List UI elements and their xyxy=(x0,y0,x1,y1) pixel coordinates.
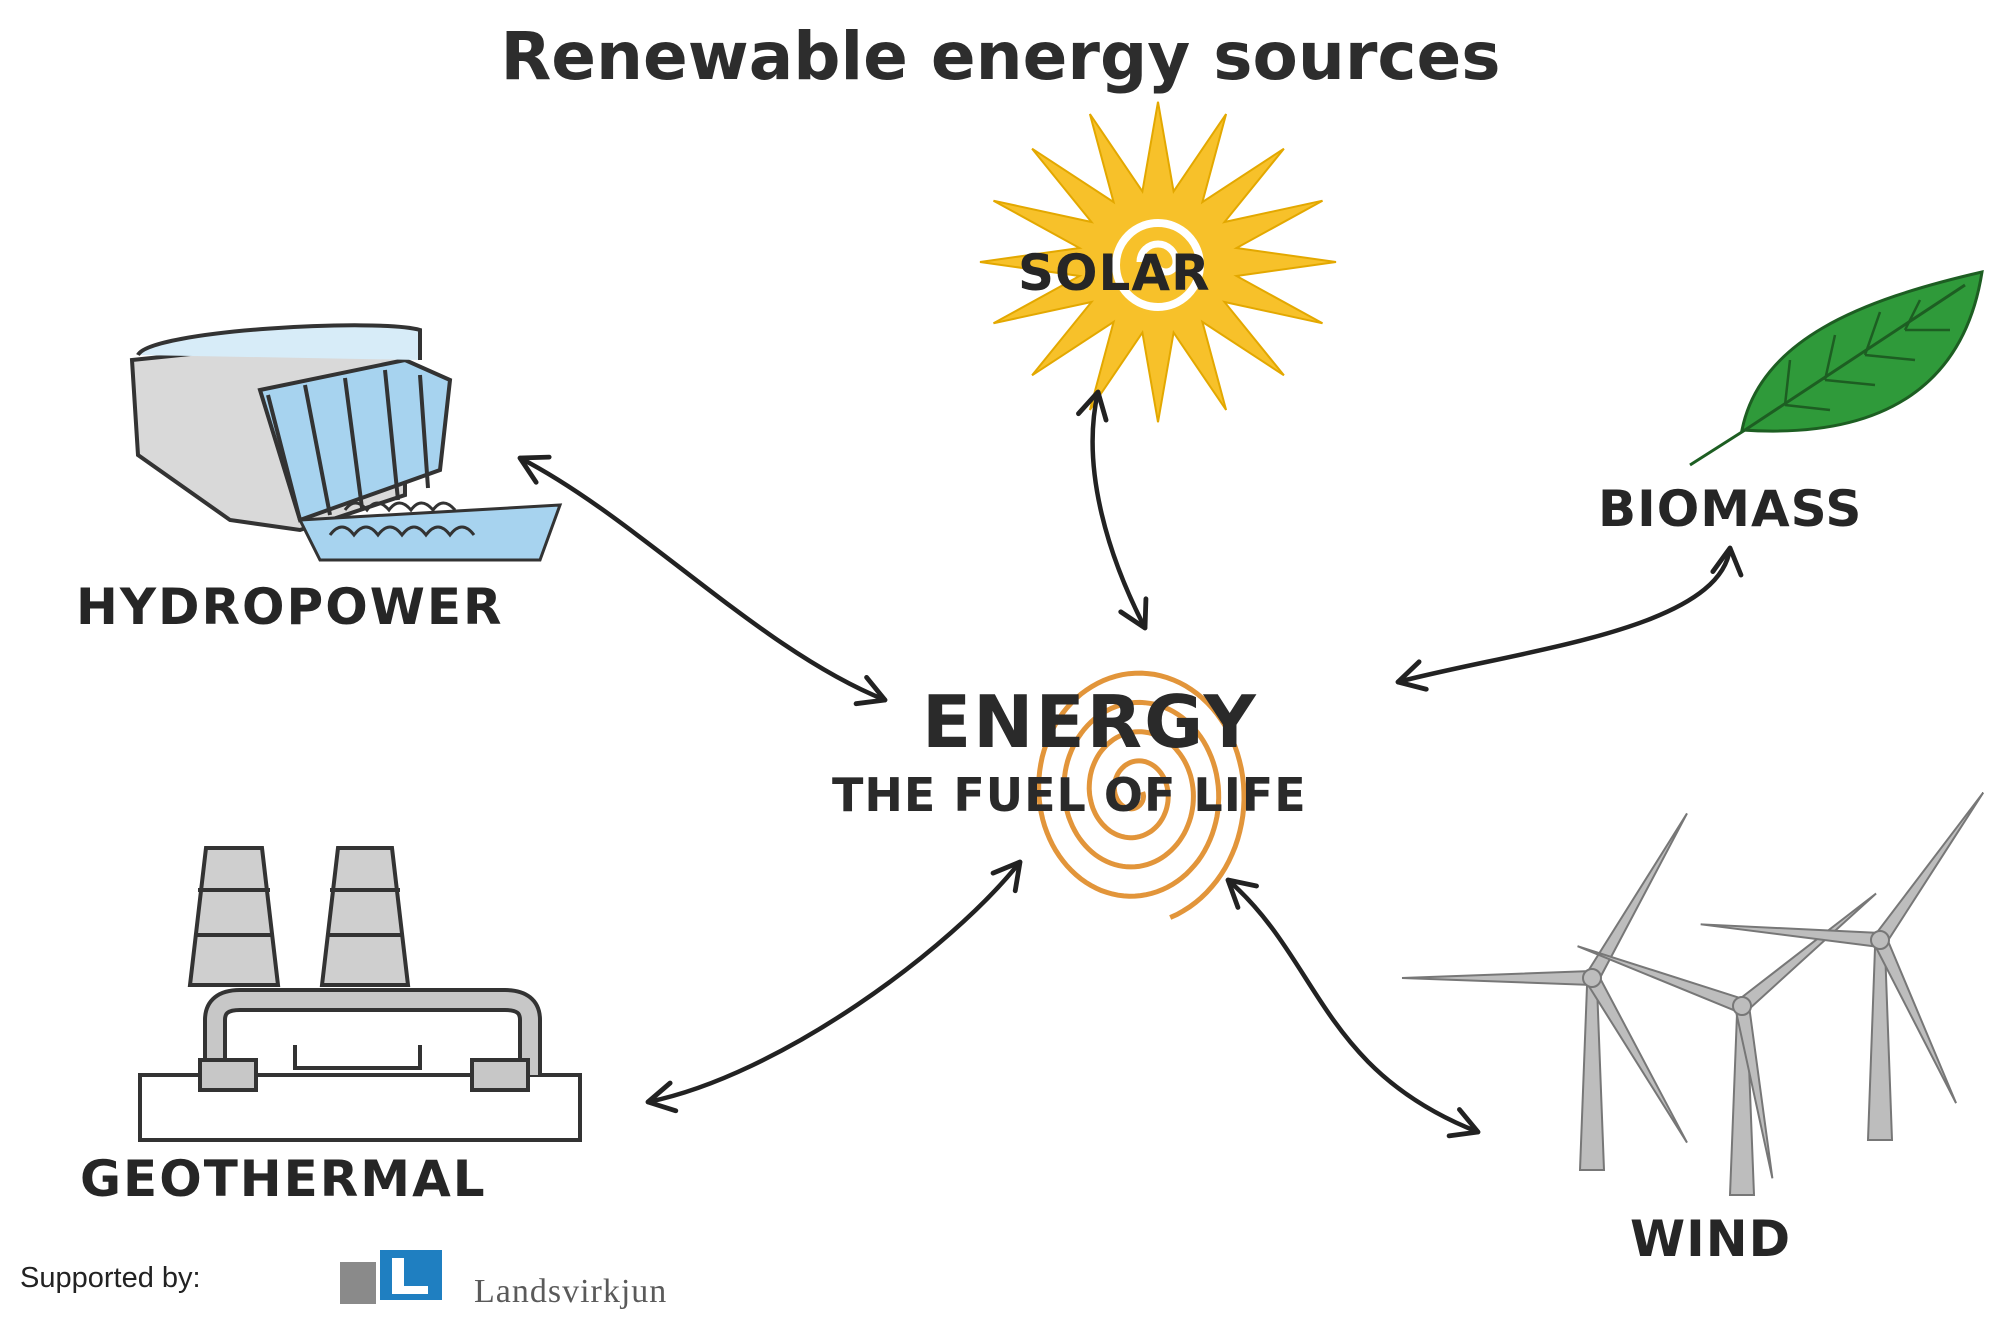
label-geothermal: GEOTHERMAL xyxy=(80,1150,487,1208)
supported-by-text: Supported by: xyxy=(20,1262,201,1294)
diagram-title: Renewable energy sources xyxy=(500,18,1501,95)
center-sublabel: THE FUEL OF LIFE xyxy=(832,768,1307,822)
geothermal-plant-icon xyxy=(138,846,582,1142)
arrow-solar xyxy=(1076,389,1149,631)
logo-icon xyxy=(340,1250,442,1304)
label-biomass: BIOMASS xyxy=(1598,480,1863,538)
center-label: ENERGY xyxy=(922,680,1258,764)
label-wind: WIND xyxy=(1630,1210,1792,1268)
arrow-biomass xyxy=(1395,545,1744,692)
spiral-icon xyxy=(1036,670,1247,920)
arrow-hydropower xyxy=(517,454,888,707)
wind-turbines-icon xyxy=(1401,791,1985,1196)
dam-icon xyxy=(129,323,563,562)
label-solar: SOLAR xyxy=(1018,244,1211,302)
leaf-icon xyxy=(1689,270,1984,467)
arrow-geothermal xyxy=(645,859,1023,1114)
logo-text: Landsvirkjun xyxy=(474,1273,668,1310)
arrow-wind xyxy=(1225,877,1481,1139)
wind-turbine-left xyxy=(1401,812,1688,1171)
sun-icon xyxy=(979,101,1337,423)
connection-arrows xyxy=(517,389,1744,1139)
wind-turbine-middle xyxy=(1577,892,1877,1196)
wind-turbine-right xyxy=(1700,791,1985,1141)
label-hydropower: HYDROPOWER xyxy=(76,578,504,636)
